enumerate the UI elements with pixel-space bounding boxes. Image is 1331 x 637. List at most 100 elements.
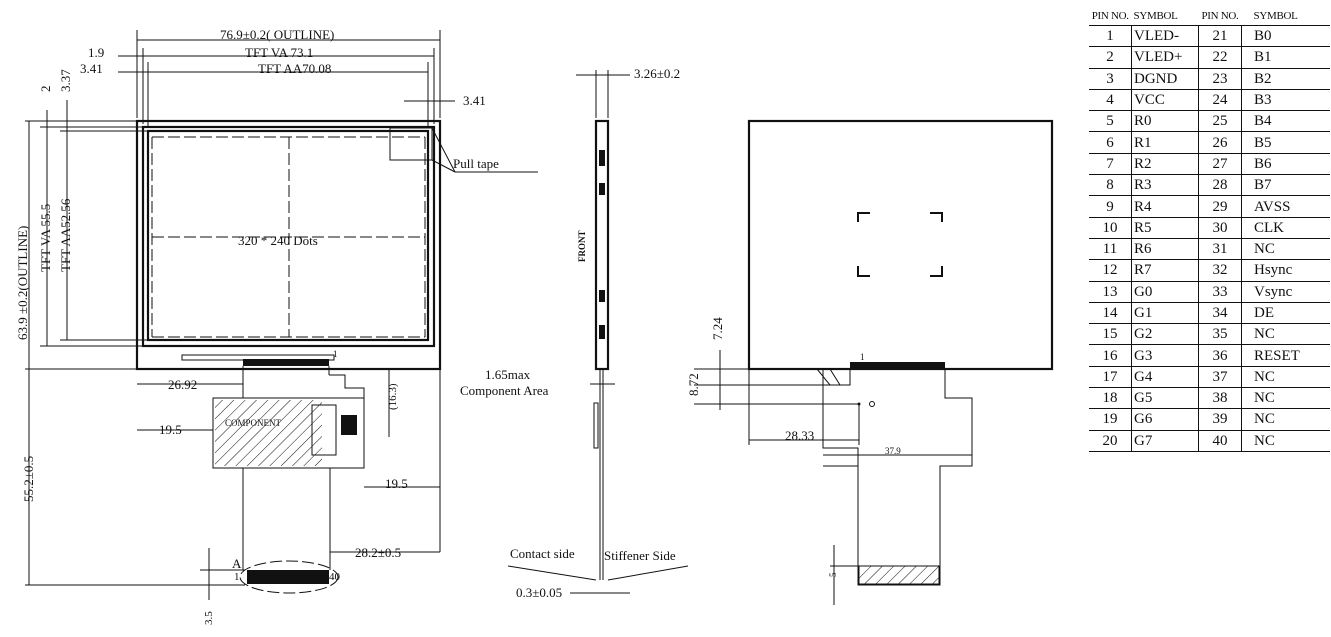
- dim-3-37: 3.37: [58, 69, 73, 92]
- pin-symbol-cell: NC: [1241, 429, 1330, 452]
- pin-symbol-cell: B6: [1241, 152, 1330, 175]
- pin-number-cell: 4: [1089, 88, 1132, 111]
- header-pin-no-2: PIN NO.: [1198, 7, 1242, 26]
- header-symbol-2: SYMBOL: [1241, 7, 1330, 26]
- pin-symbol-cell: R4: [1131, 195, 1199, 218]
- pin-number-cell: 23: [1198, 67, 1242, 90]
- pull-tape-label: Pull tape: [453, 156, 499, 171]
- pin-symbol-cell: RESET: [1241, 344, 1330, 367]
- dim-7-24: 7.24: [710, 317, 725, 340]
- pin-number-cell: 18: [1089, 387, 1132, 409]
- pin-symbol-cell: G3: [1131, 344, 1199, 367]
- dim-16-3: (16.3): [387, 383, 399, 410]
- dim-va-height: TFT VA 55.5: [38, 204, 53, 272]
- pin-number-cell: 6: [1089, 131, 1132, 154]
- dim-2: 2: [38, 86, 53, 93]
- pin-symbol-cell: R3: [1131, 174, 1199, 196]
- pin-number-cell: 15: [1089, 323, 1132, 345]
- pin-symbol-cell: DGND: [1131, 67, 1199, 90]
- pin-symbol-cell: NC: [1241, 365, 1330, 388]
- back-panel: [747, 119, 1054, 371]
- pin-symbol-cell: VCC: [1131, 88, 1199, 111]
- pin-number-cell: 13: [1089, 280, 1132, 303]
- pin-number-cell: 32: [1198, 259, 1242, 282]
- pin-number-cell: 26: [1198, 131, 1242, 154]
- pin-number-cell: 11: [1089, 237, 1132, 260]
- dim-aa-height: TFT AA52.56: [58, 198, 73, 272]
- dim-37-9: 37.9: [885, 446, 901, 456]
- header-pin-no-1: PIN NO.: [1089, 7, 1132, 26]
- dim-fpc-thickness: 0.3±0.05: [516, 585, 562, 600]
- back-view: 1 7.24 8.72 28.33 37.9 5: [686, 119, 1054, 605]
- dim-26-92: 26.92: [168, 377, 197, 392]
- pin-symbol-cell: DE: [1241, 301, 1330, 324]
- table-header-row: PIN NO. SYMBOL PIN NO. SYMBOL: [1089, 7, 1330, 26]
- dim-outline-height: 63.9 ±0.2(OUTLINE): [15, 226, 30, 340]
- detail-a-circle: [239, 560, 339, 594]
- dim-5: 5: [828, 572, 838, 577]
- pin-symbol-cell: B0: [1241, 24, 1330, 47]
- pin-number-cell: 7: [1089, 152, 1132, 175]
- fpc-pin-40: 40: [329, 571, 341, 583]
- component-label: COMPONENT: [225, 418, 282, 428]
- pin-number-cell: 16: [1089, 344, 1132, 367]
- active-area: [146, 129, 430, 342]
- pin-symbol-cell: G2: [1131, 323, 1199, 345]
- pin-symbol-cell: NC: [1241, 237, 1330, 260]
- component-area-line2: Component Area: [460, 383, 549, 398]
- pin-number-cell: 40: [1198, 429, 1242, 452]
- pin-number-cell: 33: [1198, 280, 1242, 303]
- fpc-pin-1: 1: [234, 571, 240, 583]
- pin-number-cell: 37: [1198, 365, 1242, 388]
- pin-symbol-cell: G0: [1131, 280, 1199, 303]
- dim-aa-width: TFT AA70.08: [258, 61, 331, 76]
- pin-number-cell: 25: [1198, 110, 1242, 132]
- fpc-contacts: [247, 570, 329, 584]
- pin-symbol-cell: R5: [1131, 216, 1199, 239]
- viewing-area: [141, 125, 436, 348]
- front-view: Pull tape 320 * 240 Dots 76.9±0.2( OUTLI…: [15, 27, 538, 625]
- pin-symbol-cell: B3: [1241, 88, 1330, 111]
- detail-a-label: A: [232, 556, 242, 571]
- pin-symbol-cell: R7: [1131, 259, 1199, 282]
- dim-28-33: 28.33: [785, 428, 814, 443]
- pin-symbol-cell: B4: [1241, 110, 1330, 132]
- pin-number-cell: 19: [1089, 408, 1132, 431]
- pin-symbol-cell: G7: [1131, 429, 1199, 452]
- dim-19-5-right: 19.5: [385, 476, 408, 491]
- pin-number-cell: 21: [1198, 24, 1242, 47]
- side-view: 3.26±0.2 FRONT 1.65max Component Area Co…: [460, 66, 689, 600]
- pin-number-cell: 8: [1089, 174, 1132, 196]
- pin-symbol-cell: VLED+: [1131, 46, 1199, 69]
- dim-3-5: 3.5: [203, 611, 215, 625]
- pin-number-cell: 28: [1198, 174, 1242, 196]
- pin-number-cell: 30: [1198, 216, 1242, 239]
- pin-number-cell: 3: [1089, 67, 1132, 90]
- pin-symbol-cell: B5: [1241, 131, 1330, 154]
- pin-symbol-cell: R0: [1131, 110, 1199, 132]
- pin-number-cell: 29: [1198, 195, 1242, 218]
- pin-number-cell: 38: [1198, 387, 1242, 409]
- pin-symbol-cell: G1: [1131, 301, 1199, 324]
- component-area: [212, 397, 365, 469]
- pin-number-cell: 36: [1198, 344, 1242, 367]
- pin-symbol-cell: NC: [1241, 408, 1330, 431]
- pin-symbol-cell: G5: [1131, 387, 1199, 409]
- pin-number-cell: 39: [1198, 408, 1242, 431]
- dim-55-2: 55.2±0.5: [21, 456, 36, 502]
- svg-text:1: 1: [860, 352, 865, 362]
- pin-symbol-cell: AVSS: [1241, 195, 1330, 218]
